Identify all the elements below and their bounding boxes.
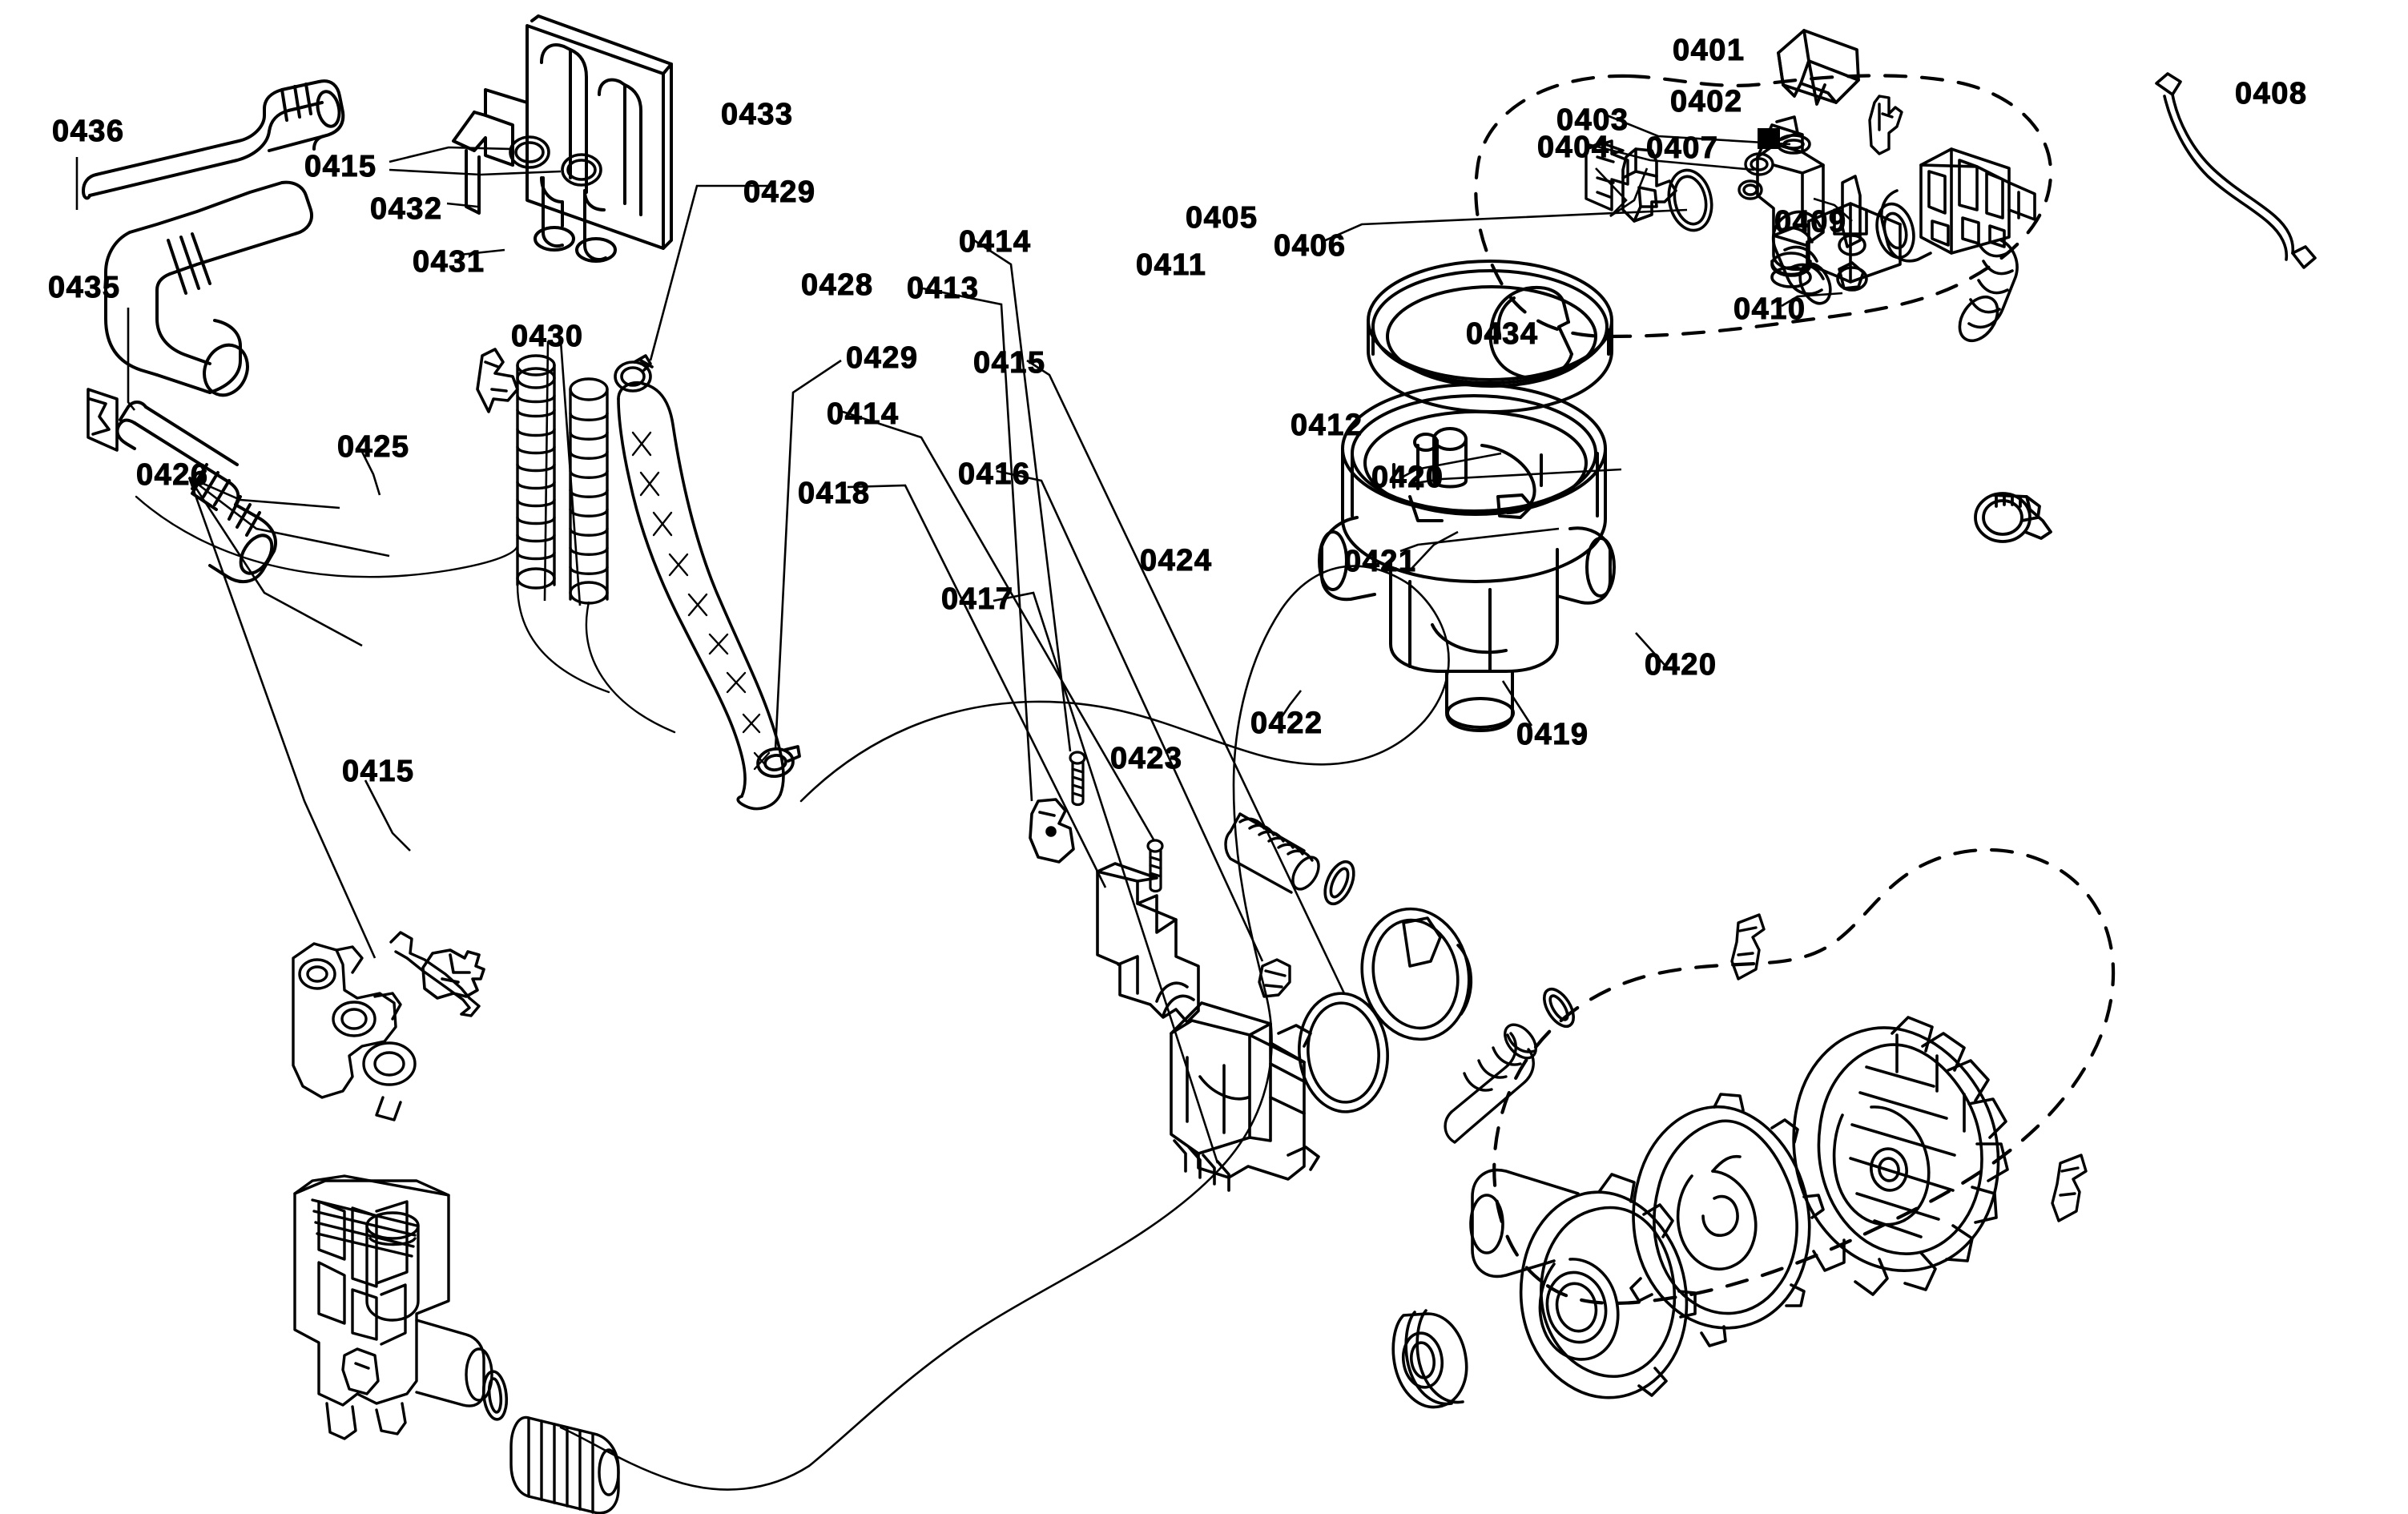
part-label-0435: 0435: [47, 271, 121, 304]
part-label-0415-sump: 0415: [972, 346, 1046, 380]
part-pump-outlet-collar: [1360, 907, 1473, 1041]
part-0430-corrugated-hose-b: [569, 377, 609, 605]
part-0424-hose-left: [1224, 812, 1320, 894]
part-0432-hose-retainer-clip: [476, 348, 519, 413]
part-label-0401: 0401: [1672, 34, 1746, 67]
part-0434-fine-filter-insert: [1488, 286, 1573, 381]
part-label-0423: 0423: [1109, 742, 1183, 775]
part-label-0403: 0403: [1556, 103, 1629, 137]
part-label-0426: 0426: [135, 458, 209, 492]
part-0436-elbow-hose: [104, 180, 313, 397]
part-label-0420-lower: 0420: [1644, 648, 1717, 682]
part-label-0412: 0412: [1290, 409, 1363, 442]
group-outline-0409: [1474, 74, 2053, 339]
part-label-0430: 0430: [510, 320, 584, 353]
part-label-0420-upper: 0420: [1371, 461, 1444, 494]
part-label-0429-lower: 0429: [845, 341, 919, 375]
part-0423-seal-bushing: [1391, 1309, 1468, 1409]
part-0431-corrugated-hose-a: [516, 354, 556, 590]
part-0436-hose-section: [82, 79, 345, 200]
part-label-0431: 0431: [412, 245, 485, 279]
part-label-0421: 0421: [1343, 545, 1417, 578]
part-label-0410: 0410: [1733, 292, 1806, 326]
part-label-0434: 0434: [1465, 317, 1539, 351]
part-0435-bracket: [87, 388, 119, 452]
part-0401-float-cover: [1777, 29, 1860, 106]
part-0435-supply-hose-connector: [115, 401, 277, 584]
part-0406-gasket-ring: [1667, 168, 1713, 232]
part-0416-retainer-tab: [1258, 958, 1291, 998]
part-0422-pump-housing: [1469, 1168, 1697, 1399]
part-0415-o-ring-sump: [1298, 992, 1389, 1113]
part-label-0414-lower: 0414: [826, 397, 900, 431]
part-0429-hose-clamp-lower: [756, 745, 801, 779]
part-label-0405: 0405: [1185, 201, 1258, 235]
part-0407-clip: [1868, 95, 1903, 155]
part-label-0411: 0411: [1135, 248, 1207, 282]
part-label-0415-hose-pair: 0415: [304, 150, 377, 183]
part-label-0406: 0406: [1273, 229, 1347, 263]
part-label-0429-upper: 0429: [743, 175, 816, 209]
part-0415-o-ring-upper-b: [561, 153, 602, 187]
part-0433-heat-exchanger-panel: [452, 14, 673, 263]
part-label-0425: 0425: [336, 430, 410, 464]
part-0414-screw-upper: [1069, 751, 1086, 807]
part-label-0402: 0402: [1669, 85, 1743, 119]
part-label-0433: 0433: [720, 98, 794, 131]
connector-curve-center: [559, 565, 1450, 1491]
connector-curve-left: [135, 495, 676, 734]
part-label-0414-upper: 0414: [958, 225, 1032, 259]
part-label-0408: 0408: [2234, 77, 2308, 111]
part-0414-screw-lower: [1146, 839, 1164, 893]
part-0426-inlet-valve-body: [293, 1174, 493, 1440]
part-0420-clip-lower: [2051, 1154, 2088, 1222]
part-0421-impeller: [1629, 1093, 1825, 1347]
part-label-0418: 0418: [797, 477, 871, 510]
part-label-0428: 0428: [800, 268, 874, 302]
part-label-0407: 0407: [1645, 131, 1719, 165]
part-label-0419: 0419: [1516, 718, 1589, 751]
part-0419-motor-housing: [1792, 1016, 2009, 1296]
part-0410-hose-clamp: [1974, 492, 2052, 543]
part-threaded-inlet-fitting: [509, 1415, 620, 1514]
part-0429-hose-clamp-upper: [614, 354, 654, 393]
part-0415-o-ring-inlet: [481, 1370, 509, 1421]
part-0418-support-bracket: [1096, 862, 1200, 1024]
part-0424-hose-right: [1444, 1023, 1537, 1144]
part-label-0409: 0409: [1774, 205, 1847, 239]
part-0408-wiring-harness: [2155, 72, 2317, 269]
part-0426-cylinder: [365, 1211, 420, 1322]
part-label-0417: 0417: [940, 582, 1014, 616]
part-0428-drain-hose: [617, 381, 785, 811]
part-0415-o-ring-left: [1323, 860, 1355, 906]
part-label-0436: 0436: [51, 115, 125, 148]
part-label-0422: 0422: [1250, 707, 1323, 740]
part-0426-flow-switch: [292, 942, 417, 1121]
part-label-0416: 0416: [957, 457, 1031, 491]
part-label-0415-inlet: 0415: [341, 755, 415, 788]
part-0413-bracket: [1029, 798, 1075, 864]
part-0409-inlet-valve-assembly: [1771, 147, 2036, 343]
part-label-0413: 0413: [906, 272, 980, 305]
part-label-0404: 0404: [1536, 131, 1610, 164]
part-0404-o-ring-b: [1738, 179, 1763, 200]
part-label-0432: 0432: [369, 192, 443, 226]
group-outline-0419: [1492, 848, 2116, 1305]
part-0404-o-ring-a: [1744, 152, 1774, 176]
part-0425-clamp: [421, 948, 485, 1000]
part-0412-sump-housing: [1318, 383, 1616, 732]
part-0417-drain-pump-motor: [1170, 1001, 1320, 1192]
part-0426-spring-clip: [389, 931, 481, 1017]
part-0415-o-ring-right: [1543, 987, 1575, 1029]
leader-lines: [75, 114, 1853, 1164]
part-0415-o-ring-upper-a: [509, 135, 550, 169]
part-label-0424: 0424: [1139, 544, 1213, 578]
part-0420-clip-upper: [1730, 913, 1766, 980]
